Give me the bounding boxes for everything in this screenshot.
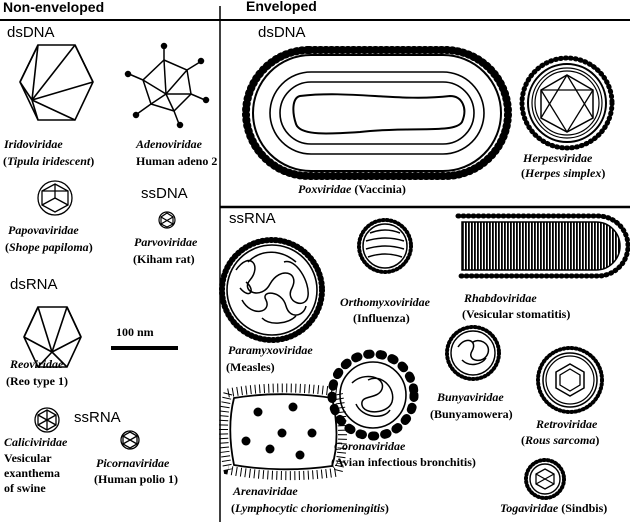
- group-label-ne-ssdna: ssDNA: [141, 185, 188, 202]
- arenaviridae-example-label: (Lymphocytic choriomeningitis): [231, 501, 389, 515]
- coronaviridae-virion: [327, 349, 419, 441]
- retroviridae-family-label: Retroviridae: [536, 417, 598, 431]
- iridoviridae-virion: [19, 44, 94, 121]
- caliciviridae-virion: [34, 407, 60, 433]
- bunyaviridae-example-label: (Bunyamowera): [430, 407, 513, 421]
- togaviridae-virion: [524, 458, 566, 500]
- group-label-env-ssrna: ssRNA: [229, 210, 276, 227]
- papovaviridae-virion: [37, 180, 73, 216]
- bunyaviridae-virion: [445, 325, 501, 381]
- reoviridae-family-label: Reoviridae: [10, 357, 64, 371]
- scale-bar-label: 100 nm: [116, 325, 154, 339]
- iridoviridae-family-label: Iridoviridae: [4, 137, 63, 151]
- herpesviridae-example-label: (Herpes simplex): [521, 166, 606, 180]
- herpesviridae-virion: [519, 55, 615, 151]
- enveloped-header: Enveloped: [246, 0, 317, 14]
- picornaviridae-example-label: (Human polio 1): [94, 472, 179, 486]
- coronaviridae-example-label: (Avian infectious bronchitis): [331, 455, 476, 469]
- group-label-ne-dsdna: dsDNA: [7, 24, 55, 41]
- orthomyxoviridae-virion: [357, 218, 413, 274]
- reoviridae-virion: [23, 306, 82, 368]
- rhabdoviridae-example-label: (Vesicular stomatitis): [462, 307, 571, 321]
- adenoviridae-family-label: Adenoviridae: [136, 137, 202, 151]
- parvoviridae-example-label: (Kiham rat): [133, 252, 195, 266]
- group-label-env-dsdna: dsDNA: [258, 24, 306, 41]
- paramyxoviridae-virion: [219, 237, 325, 343]
- caliciviridae-example-line3: of swine: [4, 481, 46, 495]
- reoviridae-example-label: (Reo type 1): [6, 374, 68, 388]
- parvoviridae-virion: [158, 211, 176, 229]
- papovaviridae-example-label: (Shope papiloma): [5, 240, 93, 254]
- group-label-ne-dsrna: dsRNA: [10, 276, 58, 293]
- arenaviridae-family-label: Arenaviridae: [233, 484, 298, 498]
- retroviridae-example-label: (Rous sarcoma): [521, 433, 600, 447]
- poxviridae-label: Poxviridae (Vaccinia): [298, 182, 406, 196]
- retroviridae-virion: [536, 346, 604, 414]
- picornaviridae-virion: [120, 430, 140, 450]
- caliciviridae-example-line2: exanthema: [4, 466, 60, 480]
- poxviridae-virion: [242, 46, 512, 180]
- paramyxoviridae-family-label: Paramyxoviridae: [228, 343, 313, 357]
- non-enveloped-header: Non-enveloped: [3, 0, 105, 15]
- group-label-ne-ssrna: ssRNA: [74, 409, 121, 426]
- iridoviridae-example-label: (Tipula iridescent): [3, 154, 95, 168]
- rhabdoviridae-family-label: Rhabdoviridae: [464, 291, 537, 305]
- picornaviridae-family-label: Picornaviridae: [96, 456, 170, 470]
- arenaviridae-virion: [219, 383, 347, 481]
- caliciviridae-family-label: Caliciviridae: [4, 435, 68, 449]
- bunyaviridae-family-label: Bunyaviridae: [437, 390, 504, 404]
- adenoviridae-example-label: Human adeno 2: [136, 154, 218, 168]
- herpesviridae-family-label: Herpesviridae: [523, 151, 593, 165]
- paramyxoviridae-example-label: (Measles): [226, 360, 275, 374]
- caliciviridae-example-line1: Vesicular: [4, 451, 52, 465]
- parvoviridae-family-label: Parvoviridae: [134, 235, 198, 249]
- orthomyxoviridae-example-label: (Influenza): [353, 311, 410, 325]
- adenoviridae-virion: [124, 42, 210, 129]
- rhabdoviridae-virion: [455, 213, 630, 279]
- coronaviridae-family-label: Coronaviridae: [334, 439, 406, 453]
- togaviridae-label: Togaviridae (Sindbis): [500, 501, 608, 515]
- papovaviridae-family-label: Papovaviridae: [8, 223, 79, 237]
- orthomyxoviridae-family-label: Orthomyxoviridae: [340, 295, 430, 309]
